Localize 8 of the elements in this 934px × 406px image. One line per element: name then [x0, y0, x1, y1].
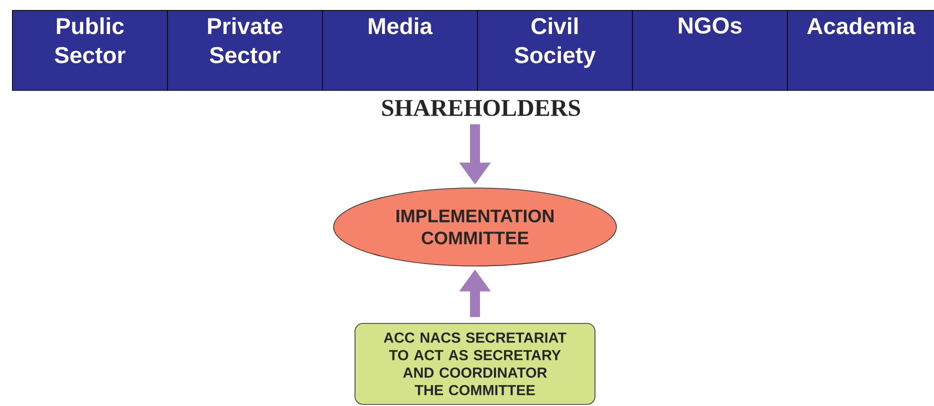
secretariat-box: ACC NACS SECRETARIAT TO ACT AS SECRETARY AND COORDINATOR THE COMMITTEE: [354, 323, 596, 405]
table-cell: Media: [322, 10, 478, 91]
table-cell: Academia: [787, 10, 934, 91]
table-cell: Civil Society: [477, 10, 633, 91]
heading-text: SHAREHOLDERS: [382, 100, 580, 116]
table-cell: NGOs: [632, 10, 788, 91]
table-cell: Public Sector: [12, 10, 168, 91]
table-cell: Private Sector: [167, 10, 323, 91]
